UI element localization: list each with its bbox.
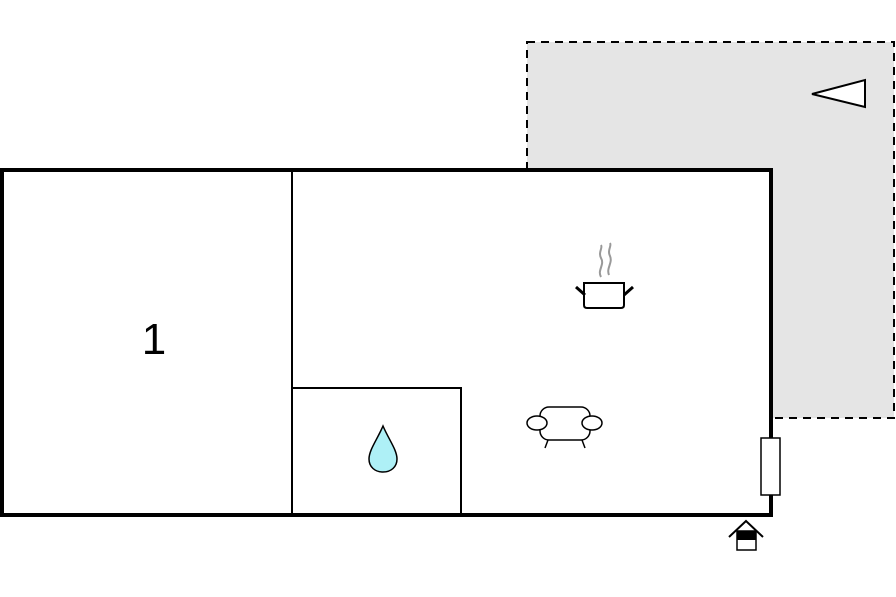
cooking-pot-icon	[575, 242, 634, 309]
water-drop-icon	[368, 424, 398, 473]
wall-bathroom	[292, 387, 462, 515]
window-icon	[760, 437, 781, 496]
sofa-icon	[526, 406, 603, 449]
room-label-bedroom: 1	[142, 315, 166, 364]
direction-triangle-icon	[811, 78, 866, 109]
entrance-icon	[728, 519, 764, 551]
